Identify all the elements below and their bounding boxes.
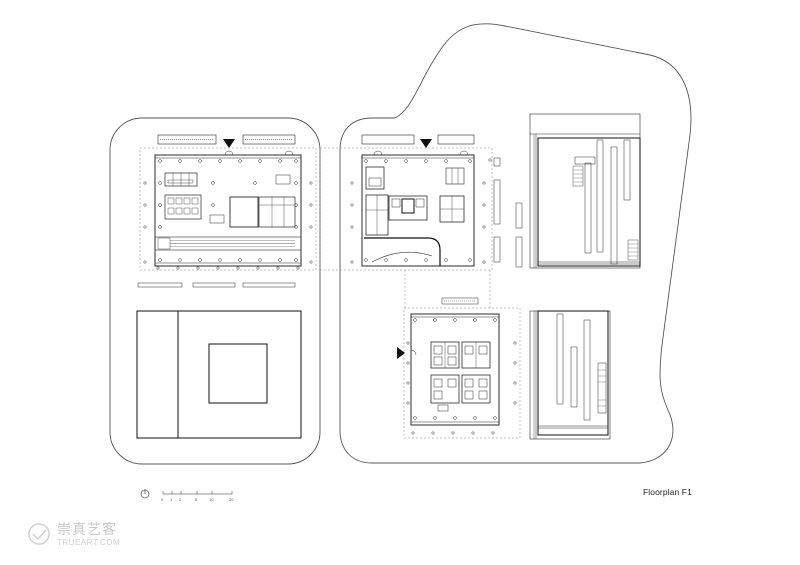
right-site-outline [339, 23, 692, 464]
right-lower-building [397, 270, 521, 439]
entrance-arrow-lower [397, 347, 405, 359]
right-top-hall [529, 113, 641, 269]
entrance-arrow-top-left [223, 139, 235, 148]
drawing-title: Floorplan F1 [643, 487, 692, 497]
canopy-left-b [242, 134, 296, 145]
scale-tick-label: 10 [209, 497, 214, 502]
watermark-latin: TRUEART.COM [57, 538, 121, 547]
watermark-chinese: 崇真艺客 [57, 522, 117, 538]
north-arrow [140, 489, 150, 499]
scale-tick-label: 20 [229, 497, 234, 502]
left-building-plan [139, 134, 317, 271]
scale-tick-label: 5 [195, 497, 198, 502]
scale-tick-label: 1 [170, 497, 173, 502]
right-top-building [319, 134, 493, 271]
right-bottom-hall [529, 310, 611, 440]
canopy-left-a [157, 134, 217, 145]
scale-tick-label: 0 [161, 497, 164, 502]
left-building-wall [154, 154, 302, 267]
watermark-logo [28, 523, 50, 545]
scale-tick-label: 2 [179, 497, 182, 502]
entrance-arrow-top-right [420, 139, 432, 148]
left-square-building [136, 310, 302, 439]
scale-bar [162, 491, 233, 495]
left-site-outline [109, 117, 321, 465]
